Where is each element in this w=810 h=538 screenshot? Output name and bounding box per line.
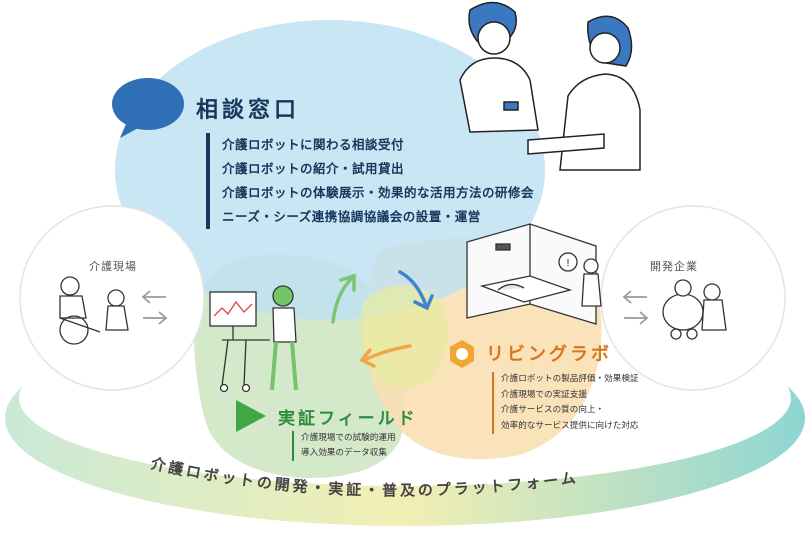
consultation-title: 相談窓口	[196, 98, 301, 123]
field-illustration	[209, 285, 298, 393]
consultation-blob	[115, 20, 545, 320]
consultation-item: 介護ロボットの体験展示・効果的な活用方法の研修会	[222, 185, 535, 200]
speech-bubble-icon	[112, 78, 184, 138]
consultation-item: 介護ロボットに関わる相談受付	[222, 137, 405, 152]
consultation-list: 介護ロボットに関わる相談受付 介護ロボットの紹介・試用貸出 介護ロボットの体験展…	[206, 133, 552, 229]
developer-label: 開発企業	[650, 260, 698, 273]
care-site-label: 介護現場	[89, 260, 137, 273]
living-lab-item: 効率的なサービス提供に向けた対応	[501, 420, 639, 431]
field-item: 導入効果のデータ収集	[301, 448, 387, 458]
developer-illustration	[662, 279, 727, 340]
arrow-left-icon	[141, 290, 168, 325]
svg-text:!: !	[566, 258, 570, 269]
consultation-item: ニーズ・シーズ連携協調協議会の設置・運営	[222, 209, 481, 224]
consultation-staff-illustration	[459, 1, 641, 171]
consultation-item: 介護ロボットの紹介・試用貸出	[222, 161, 405, 176]
living-lab-list: 介護ロボットの製品評価・効果検証 介護現場での実証支援 介護サービスの質の向上・…	[492, 372, 639, 434]
hexagon-icon	[450, 340, 474, 368]
living-lab-illustration: !	[466, 223, 602, 325]
living-lab-item: 介護現場での実証支援	[501, 389, 587, 400]
cycle-arrow-icon	[331, 270, 434, 368]
field-title: 実証フィールド	[278, 409, 418, 429]
field-item: 介護現場での試験的運用	[301, 433, 396, 443]
overlap-zone	[359, 285, 448, 388]
arrow-right-icon	[622, 290, 649, 325]
living-lab-item: 介護ロボットの製品評価・効果検証	[501, 374, 639, 384]
living-lab-title: リビングラボ	[486, 344, 612, 365]
living-lab-item: 介護サービスの質の向上・	[501, 405, 605, 415]
play-triangle-icon	[236, 400, 266, 432]
care-site-illustration	[59, 276, 129, 345]
field-list: 介護現場での試験的運用 導入効果のデータ収集	[292, 431, 396, 461]
